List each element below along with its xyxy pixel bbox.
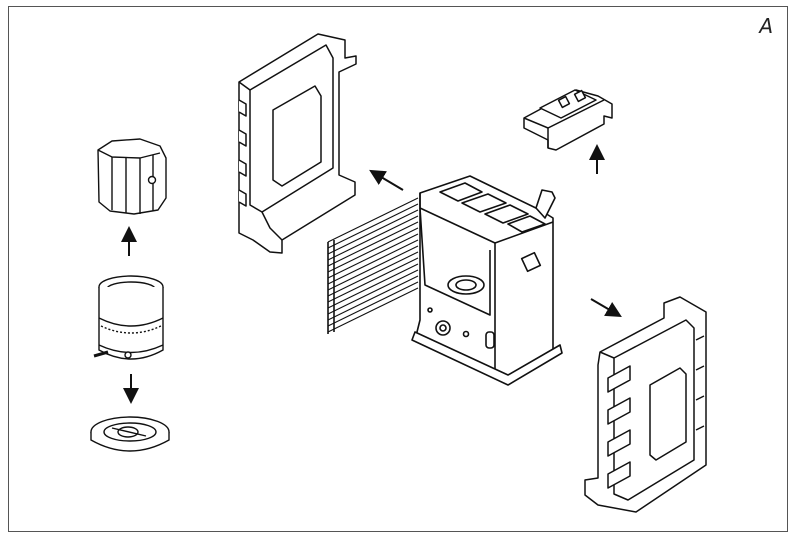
base-disc-icon — [90, 416, 170, 452]
arrow-right-panel — [590, 298, 622, 318]
figure-label: A — [759, 14, 773, 38]
arrow-left-panel — [369, 169, 404, 191]
burner-cylinder-icon — [93, 275, 164, 360]
upper-sleeve-icon — [97, 138, 167, 215]
heater-body-icon — [411, 175, 563, 386]
top-cap-icon — [523, 89, 613, 151]
left-side-panel-icon — [238, 33, 357, 254]
right-side-panel-icon — [584, 296, 707, 513]
grille-icon — [327, 197, 419, 334]
